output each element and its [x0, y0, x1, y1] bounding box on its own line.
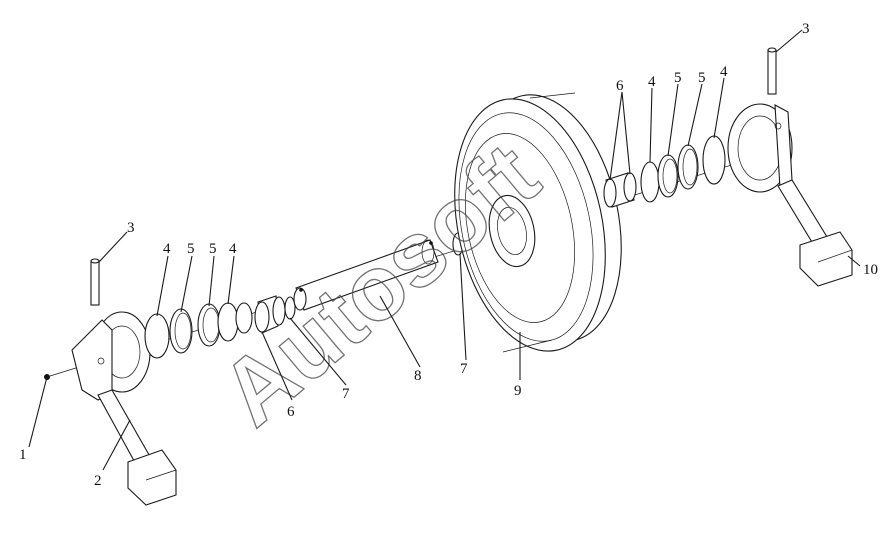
left-o-ring — [284, 296, 296, 320]
callout-6-left: 6 — [287, 404, 295, 420]
callout-4-d: 4 — [720, 64, 728, 80]
shaft — [293, 239, 439, 311]
idler-wheel — [454, 92, 622, 353]
callout-4-a: 4 — [163, 241, 171, 257]
callout-5-d: 5 — [698, 70, 706, 86]
callout-5-b: 5 — [209, 241, 217, 257]
callout-8: 8 — [414, 368, 422, 384]
callout-1: 1 — [19, 447, 27, 463]
left-seal-rings — [144, 302, 253, 359]
callout-3-right: 3 — [802, 21, 810, 37]
callout-9: 9 — [514, 383, 522, 399]
left-bracket-foot — [127, 449, 177, 506]
callout-10: 10 — [863, 262, 878, 278]
callout-5-a: 5 — [187, 241, 195, 257]
callout-2: 2 — [94, 473, 102, 489]
left-bracket — [71, 311, 177, 506]
right-bracket — [727, 103, 853, 287]
left-pin — [90, 258, 100, 306]
callout-7-left: 7 — [342, 386, 350, 402]
callout-6-right: 6 — [616, 78, 624, 94]
right-seal-rings — [640, 135, 726, 203]
leader-lines — [28, 29, 861, 471]
left-bushing — [254, 295, 286, 334]
callout-5-c: 5 — [674, 70, 682, 86]
right-bushing — [603, 172, 637, 208]
right-pin — [767, 47, 777, 95]
callout-4-b: 4 — [229, 241, 237, 257]
callout-7-right: 7 — [460, 361, 468, 377]
callout-4-c: 4 — [648, 74, 656, 90]
callout-3-left: 3 — [127, 220, 135, 236]
left-bracket-block — [71, 319, 113, 401]
